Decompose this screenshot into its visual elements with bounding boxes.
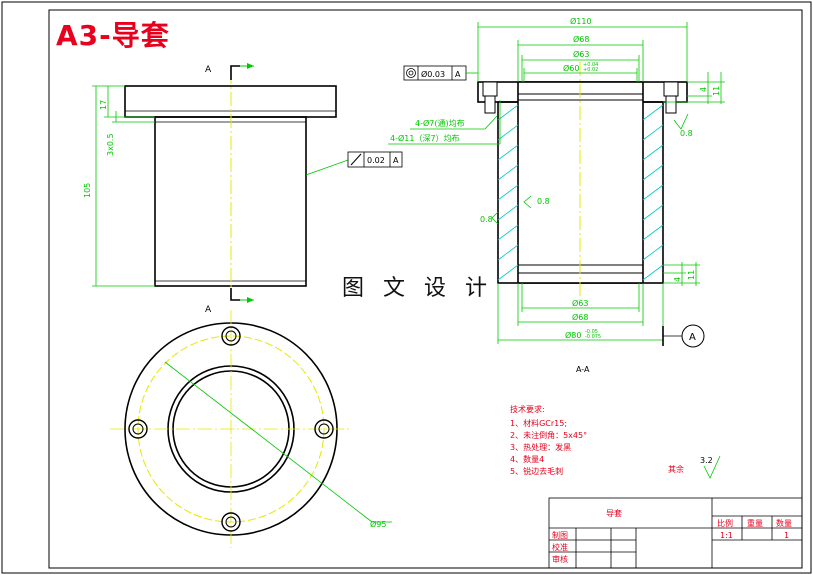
roughness-other-label: 其余 xyxy=(668,464,684,474)
cut-mark-bottom xyxy=(230,288,240,301)
dim-4-bottom: 4 xyxy=(673,277,682,282)
title-row-label: 审核 xyxy=(552,554,568,564)
note-item: 2、未注倒角：5x45° xyxy=(510,430,587,440)
roughness-1: 0.8 xyxy=(680,129,693,138)
counterbore-right xyxy=(663,81,679,97)
dim-bore-top: Ø68 xyxy=(573,34,589,44)
hole-note-1: 4-Ø7(通)均布 xyxy=(415,118,465,128)
hole-right xyxy=(665,95,677,114)
dim-step: 3x0.5 xyxy=(106,133,115,156)
flatness-datum: A xyxy=(393,156,399,165)
roughness-symbol-2 xyxy=(491,211,499,225)
title-qty-value: 1 xyxy=(784,531,789,540)
title-row-label: 校准 xyxy=(552,542,568,552)
note-item: 5、锐边去毛刺 xyxy=(510,466,563,476)
roughness-symbol-1 xyxy=(673,113,689,130)
datum-callout-label: A xyxy=(689,332,696,343)
dim-total-height: 105 xyxy=(83,183,92,198)
pcd-leader xyxy=(164,361,373,523)
tol-80-upper: -0.05 xyxy=(585,329,598,335)
roughness-3: 0.8 xyxy=(537,197,550,206)
dim-flange-height: 17 xyxy=(99,100,108,110)
title-scale-label: 比例 xyxy=(717,518,733,528)
cut-mark-top xyxy=(230,65,240,80)
roughness-2: 0.8 xyxy=(480,215,493,224)
title-weight-label: 重量 xyxy=(747,518,763,528)
front-view: A A 105 17 3x0.5 0.02 A xyxy=(83,63,403,315)
cut-arrowhead-top xyxy=(247,63,254,69)
datum-callout xyxy=(681,324,705,348)
counterbore-left xyxy=(482,81,498,97)
cut-label-top: A xyxy=(205,65,212,75)
hole-note-2: 4-Ø11（深7）均布 xyxy=(390,133,460,143)
dim-outer: Ø110 xyxy=(570,16,592,26)
watermark-text: 图 文 设 计 xyxy=(340,270,495,302)
roughness-other-value: 3.2 xyxy=(700,456,713,465)
dim-63-bottom: Ø63 xyxy=(572,298,588,308)
section-label: A-A xyxy=(576,365,590,374)
dim-4-top: 4 xyxy=(699,87,708,92)
inner-border xyxy=(48,9,803,569)
flatness-leader xyxy=(305,159,349,176)
section-view: Ø110 Ø68 Ø63 Ø60 +0.04 +0.02 Ø0.03 A 4-Ø… xyxy=(388,16,725,374)
roughness-other-symbol xyxy=(703,455,721,479)
dim-80: Ø80 xyxy=(565,330,581,340)
note-item: 4、数量4 xyxy=(510,454,544,464)
title-part-name: 导套 xyxy=(606,508,622,518)
tol-60-lower: +0.02 xyxy=(583,67,598,73)
concentricity-datum: A xyxy=(455,70,461,79)
dim-11-bottom: 11 xyxy=(687,270,696,280)
concentricity-value: Ø0.03 xyxy=(421,69,445,79)
tol-60-upper: +0.04 xyxy=(583,62,598,68)
tol-80-lower: -0.075 xyxy=(585,334,601,340)
dim-11-top: 11 xyxy=(712,86,721,96)
top-view: Ø95 xyxy=(110,310,392,548)
title-scale-value: 1:1 xyxy=(720,531,733,540)
flatness-value: 0.02 xyxy=(367,156,385,165)
dim-63-top: Ø63 xyxy=(573,49,589,59)
section-hatching xyxy=(497,104,664,281)
cut-arrowhead-bottom xyxy=(247,297,254,303)
cut-label-bottom: A xyxy=(205,305,212,315)
dim-68-bottom: Ø68 xyxy=(572,312,588,322)
dim-pcd: Ø95 xyxy=(370,519,386,529)
technical-notes: 技术要求: 1、材料GCr15; 2、未注倒角：5x45° 3、热处理：发黑 4… xyxy=(510,404,721,479)
title-row-label: 制图 xyxy=(552,530,568,540)
title-block xyxy=(548,497,803,569)
title-qty-label: 数量 xyxy=(776,518,792,528)
dim-60: Ø60 xyxy=(563,63,579,73)
sheet-title: A3-导套 xyxy=(56,19,170,52)
roughness-symbol-3 xyxy=(523,195,532,209)
note-item: 1、材料GCr15; xyxy=(510,418,567,428)
flatness-frame xyxy=(347,151,403,168)
notes-heading: 技术要求: xyxy=(510,404,545,414)
hole-left xyxy=(484,95,496,114)
concentricity-icon xyxy=(406,68,416,78)
flatness-icon xyxy=(350,153,362,166)
bolt-holes xyxy=(128,326,334,532)
note-item: 3、热处理：发黑 xyxy=(510,442,571,452)
